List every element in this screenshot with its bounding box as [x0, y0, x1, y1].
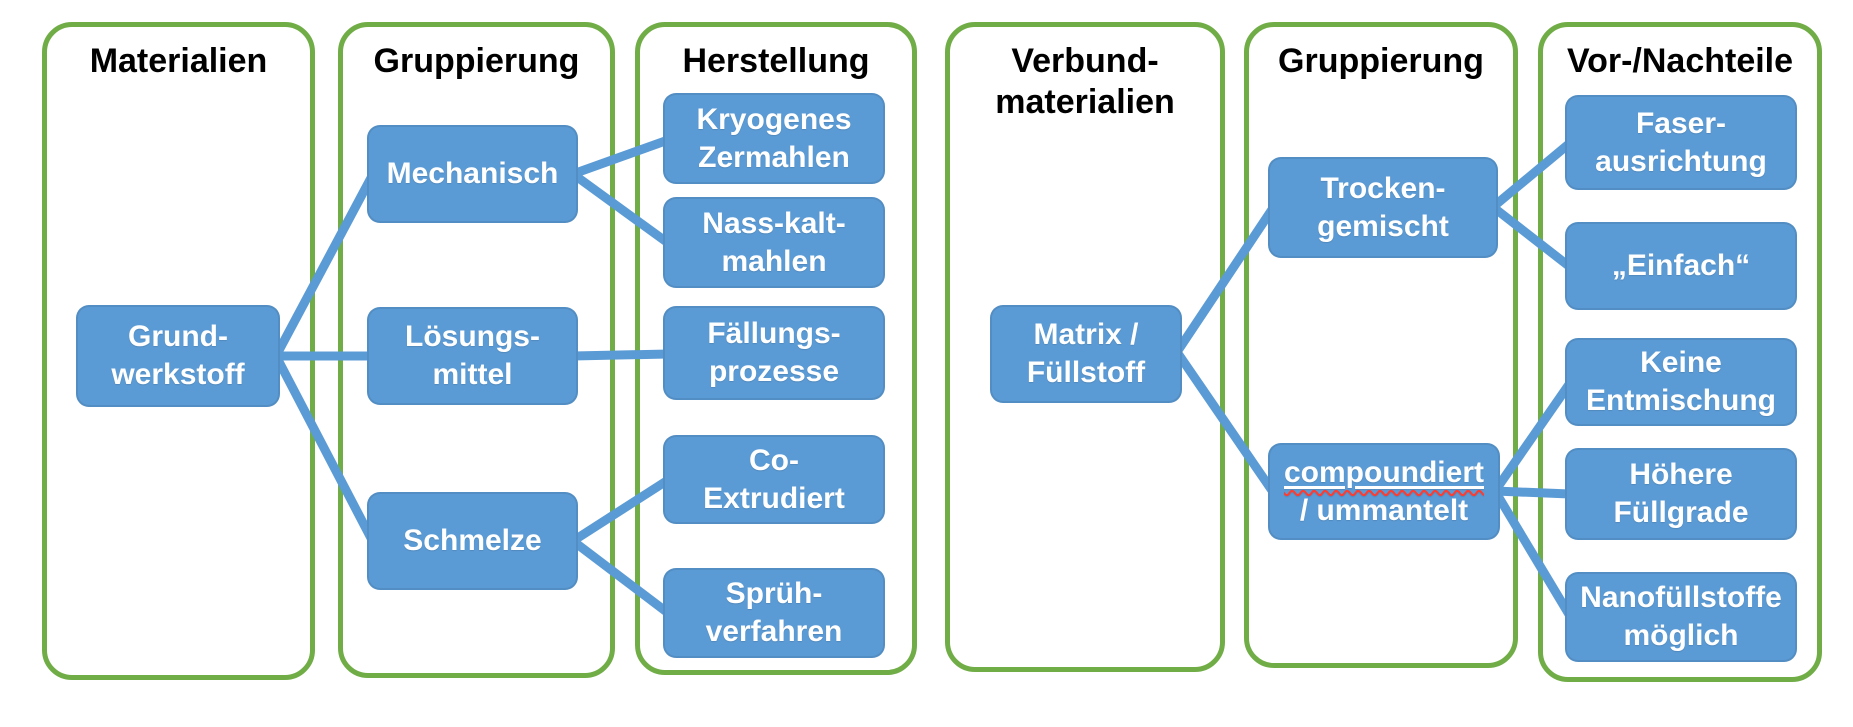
node-nass-kalt-mahlen: Nass-kalt- mahlen [663, 197, 885, 288]
node-compoundiert-line1: compoundiert [1284, 455, 1484, 489]
connector-schmelze-coextrudiert [570, 476, 671, 545]
node-faellungs-line1: Fällungs- [707, 317, 841, 350]
connector-mechanisch-kryogenes [571, 135, 670, 179]
column-gruppierung-rechts: Gruppierung [1244, 22, 1518, 668]
node-kryogenes-zermahlen: Kryogenes Zermahlen [663, 93, 885, 184]
connector-matrix-compoundiert [1173, 349, 1277, 495]
node-faserausrichtung: Faser- ausrichtung [1565, 95, 1797, 190]
node-trocken-line2: gemischt [1317, 209, 1449, 243]
column-title-verbund-line1: Verbund- [1011, 42, 1159, 80]
node-keine-entmischung: Keine Entmischung [1565, 338, 1797, 426]
connector-loesungsmittel-faellungsprozesse [572, 349, 669, 361]
node-keine-line2: Entmischung [1585, 384, 1776, 417]
node-faser-line2: ausrichtung [1595, 144, 1767, 178]
node-mechanisch-line1: Mechanisch [386, 157, 559, 190]
node-loesungsmittel: Lösungs- mittel [367, 307, 578, 405]
column-title-gruppierung-links: Gruppierung [373, 42, 580, 80]
node-sprueh-line2: verfahren [705, 615, 843, 648]
node-nano-line2: möglich [1623, 619, 1739, 652]
node-nanofuellstoffe: Nanofüllstoffe möglich [1565, 572, 1797, 662]
node-compoundiert-line2: / ummantelt [1299, 493, 1469, 527]
node-grundwerkstoff-line2: werkstoff [111, 358, 245, 391]
node-co-extrudiert: Co- Extrudiert [663, 435, 885, 524]
column-title-verbundmaterialien: Verbund- materialien [950, 41, 1220, 123]
node-keine-line1: Keine [1640, 346, 1722, 379]
node-matrix-line2: Füllstoff [1026, 356, 1146, 389]
node-faser-line1: Faser- [1635, 106, 1727, 140]
node-nasskalt-line1: Nass-kalt- [702, 206, 846, 240]
node-trocken-gemischt: Trocken- gemischt [1268, 157, 1498, 258]
node-nasskalt-line2: mahlen [721, 244, 827, 278]
node-mechanisch: Mechanisch [367, 125, 578, 223]
node-hoehere-line1: Höhere [1629, 458, 1733, 491]
node-loesungsmittel-line1: Lösungs- [405, 320, 540, 353]
node-kryogenes-line1: Kryogenes [696, 102, 852, 136]
node-faellungs-line2: prozesse [708, 355, 840, 388]
column-title-materialien: Materialien [89, 42, 268, 80]
connector-schmelze-spruehverfahren [570, 537, 671, 617]
connector-trocken-faserausrichtung [1490, 139, 1573, 211]
node-nano-line1: Nanofüllstoffe [1580, 581, 1782, 614]
column-title-vor-nachteile: Vor-/Nachteile [1566, 42, 1794, 80]
node-schmelze: Schmelze [367, 492, 578, 590]
connector-compoundiert-nano [1491, 488, 1574, 619]
node-coextrudiert-line1: Co- [749, 443, 799, 477]
node-spruehverfahren: Sprüh- verfahren [663, 568, 885, 658]
node-einfach-line1: „Einfach“ [1611, 249, 1751, 282]
node-hoehere-line2: Füllgrade [1613, 496, 1749, 529]
column-title-herstellung: Herstellung [682, 42, 870, 80]
node-sprueh-line1: Sprüh- [725, 577, 823, 610]
node-loesungsmittel-line2: mittel [432, 358, 513, 391]
node-faellungsprozesse: Fällungs- prozesse [663, 306, 885, 400]
node-grundwerkstoff: Grund- werkstoff [76, 305, 280, 407]
column-materialien: Materialien [42, 22, 315, 680]
connector-grundwerkstoff-mechanisch [272, 173, 376, 359]
node-compoundiert-line1-spellcheck: compoundiert [1284, 454, 1484, 492]
connector-trocken-einfach [1490, 203, 1573, 271]
connector-mechanisch-nasskalt [570, 170, 671, 247]
connector-grundwerkstoff-schmelze [272, 353, 376, 543]
column-vor-nachteile: Vor-/Nachteile [1538, 22, 1822, 682]
connector-compoundiert-hoehere [1494, 486, 1571, 499]
connector-matrix-trocken [1173, 205, 1277, 355]
connector-compoundiert-keine [1491, 380, 1574, 494]
column-gruppierung-links: Gruppierung [338, 22, 615, 678]
node-grundwerkstoff-line1: Grund- [128, 320, 228, 353]
column-herstellung: Herstellung [635, 22, 917, 675]
node-coextrudiert-line2: Extrudiert [703, 481, 845, 515]
column-title-verbund-line2: materialien [995, 83, 1175, 121]
node-matrix-line1: Matrix / [1033, 318, 1139, 351]
node-trocken-line1: Trocken- [1320, 171, 1446, 205]
node-matrix-fuellstoff: Matrix / Füllstoff [990, 305, 1182, 403]
node-einfach: „Einfach“ [1565, 222, 1797, 310]
node-kryogenes-line2: Zermahlen [698, 140, 850, 174]
node-schmelze-line1: Schmelze [403, 524, 542, 557]
column-title-gruppierung-rechts: Gruppierung [1278, 42, 1484, 80]
node-hoehere-fuellgrade: Höhere Füllgrade [1565, 448, 1797, 540]
column-verbundmaterialien: Verbund- materialien [945, 22, 1225, 672]
node-compoundiert-ummantelt: compoundiert / ummantelt [1268, 443, 1500, 540]
